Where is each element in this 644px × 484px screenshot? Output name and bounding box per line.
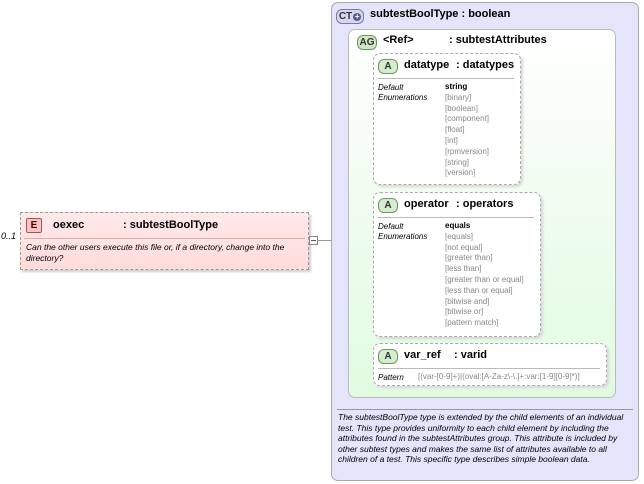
attribute-var-ref[interactable]: A var_ref : varid Pattern [(var-[0-9]+)|… bbox=[373, 343, 607, 386]
attribute-name: datatype bbox=[404, 59, 450, 71]
enumeration-values: equals[equals][not equal][greater than][… bbox=[445, 221, 524, 329]
attribute-badge: A bbox=[378, 198, 398, 213]
attribute-group-name: : subtestAttributes bbox=[449, 34, 547, 46]
attribute-group-ref: <Ref> bbox=[383, 34, 414, 46]
element-oexec[interactable]: E oexec : subtestBoolType Can the other … bbox=[20, 212, 309, 270]
attribute-separator bbox=[378, 78, 514, 79]
element-badge: E bbox=[26, 218, 42, 233]
attribute-name: var_ref bbox=[404, 349, 441, 361]
enumerations-label: Enumerations bbox=[378, 231, 428, 241]
enumeration-value: [boolean] bbox=[445, 103, 478, 113]
enumeration-value: [less than] bbox=[445, 264, 482, 274]
enumeration-value: [less than or equal] bbox=[445, 285, 513, 295]
attribute-separator bbox=[378, 368, 600, 369]
enumeration-value: [version] bbox=[445, 168, 476, 178]
attribute-type: : datatypes bbox=[456, 59, 515, 71]
complex-type-documentation: The subtestBoolType type is extended by … bbox=[338, 412, 624, 464]
pattern-value: [(var-[0-9]+)|(oval:[A-Za-z\-\.]+:var:[1… bbox=[418, 372, 580, 381]
complex-type-badge: CT+ bbox=[336, 9, 364, 24]
attribute-name: operator bbox=[404, 198, 449, 210]
plus-icon: + bbox=[353, 12, 362, 21]
enumeration-value: [rpmversion] bbox=[445, 146, 490, 156]
attribute-type: : varid bbox=[454, 349, 488, 361]
enumeration-value: [greater than] bbox=[445, 253, 493, 263]
complex-type-doc-separator bbox=[337, 409, 633, 410]
enumerations-label: Enumerations bbox=[378, 92, 428, 102]
attribute-datatype[interactable]: A datatype : datatypes Default Enumerati… bbox=[373, 53, 521, 185]
enumeration-value: [float] bbox=[445, 125, 465, 135]
default-label: Default bbox=[378, 83, 404, 92]
occurrence-label: 0..1 bbox=[1, 231, 17, 241]
complex-type-badge-text: CT bbox=[338, 11, 353, 22]
enumeration-value: [pattern match] bbox=[445, 318, 499, 328]
enumeration-value: [binary] bbox=[445, 92, 472, 102]
enumeration-value: [equals] bbox=[445, 231, 474, 241]
pattern-label: Pattern bbox=[378, 373, 404, 382]
attribute-separator bbox=[378, 217, 534, 218]
attribute-badge: A bbox=[378, 59, 398, 74]
element-separator bbox=[24, 238, 305, 239]
default-label: Default bbox=[378, 222, 404, 231]
enumeration-value: [component] bbox=[445, 114, 490, 124]
enumeration-value: [bitwise or] bbox=[445, 307, 484, 317]
collapse-toggle[interactable] bbox=[309, 236, 318, 245]
element-type: : subtestBoolType bbox=[123, 219, 219, 231]
attribute-badge: A bbox=[378, 349, 398, 364]
enumeration-values: string[binary][boolean][component][float… bbox=[445, 82, 489, 179]
attribute-type: : operators bbox=[456, 198, 514, 210]
enumeration-value: [int] bbox=[445, 135, 458, 145]
attribute-operator[interactable]: A operator : operators Default Enumerati… bbox=[373, 192, 541, 337]
complex-type-title: subtestBoolType : boolean bbox=[370, 8, 511, 20]
enumeration-value: [bitwise and] bbox=[445, 296, 490, 306]
enumeration-value: [greater than or equal] bbox=[445, 274, 524, 284]
enumeration-value: [string] bbox=[445, 157, 470, 167]
element-documentation: Can the other users execute this file or… bbox=[26, 242, 285, 263]
default-value: string bbox=[445, 82, 468, 91]
enumeration-value: [not equal] bbox=[445, 242, 483, 252]
attribute-group-badge: AG bbox=[357, 35, 377, 50]
default-value: equals bbox=[445, 221, 471, 230]
element-name: oexec bbox=[53, 219, 85, 231]
connector-element-to-type bbox=[309, 240, 349, 241]
